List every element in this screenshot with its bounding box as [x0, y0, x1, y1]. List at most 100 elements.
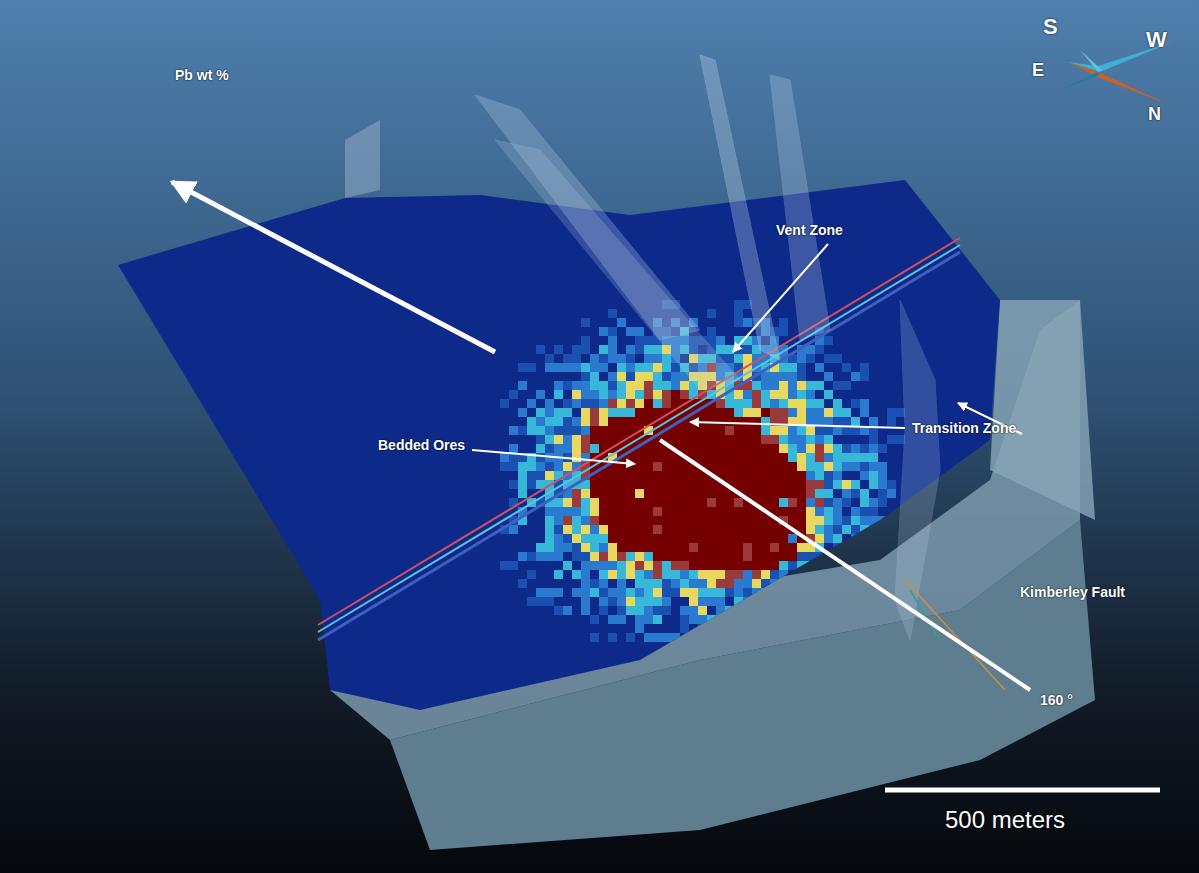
grade-cell [725, 516, 734, 525]
grade-cell [572, 543, 581, 552]
grade-cell [608, 417, 617, 426]
grade-cell [581, 381, 590, 390]
grade-cell [680, 444, 689, 453]
grade-cell [842, 606, 851, 615]
grade-cell [599, 426, 608, 435]
grade-cell [797, 489, 806, 498]
grade-cell [653, 345, 662, 354]
grade-cell [761, 453, 770, 462]
grade-cell [581, 489, 590, 498]
grade-cell [635, 399, 644, 408]
grade-cell [671, 390, 680, 399]
grade-cell [743, 480, 752, 489]
grade-cell [671, 561, 680, 570]
grade-cell [869, 453, 878, 462]
grade-cell [671, 462, 680, 471]
grade-cell [617, 408, 626, 417]
grade-cell [833, 408, 842, 417]
grade-cell [527, 363, 536, 372]
grade-cell [635, 453, 644, 462]
grade-cell [536, 417, 545, 426]
grade-cell [617, 426, 626, 435]
callout-label: 160 ° [1040, 692, 1073, 708]
grade-cell [653, 597, 662, 606]
grade-cell [581, 444, 590, 453]
grade-cell [860, 408, 869, 417]
grade-cell [833, 543, 842, 552]
grade-cell [770, 390, 779, 399]
grade-cell [734, 426, 743, 435]
grade-cell [635, 561, 644, 570]
grade-cell [851, 507, 860, 516]
grade-cell [806, 588, 815, 597]
grade-cell [734, 516, 743, 525]
grade-cell [734, 300, 743, 309]
grade-cell [608, 345, 617, 354]
grade-cell [563, 507, 572, 516]
grade-cell [869, 507, 878, 516]
grade-cell [797, 552, 806, 561]
grade-cell [545, 408, 554, 417]
grade-cell [527, 552, 536, 561]
grade-cell [527, 597, 536, 606]
grade-cell [545, 417, 554, 426]
grade-cell [779, 390, 788, 399]
grade-cell [545, 354, 554, 363]
grade-cell [770, 534, 779, 543]
grade-cell [689, 525, 698, 534]
grade-cell [626, 372, 635, 381]
grade-cell [608, 525, 617, 534]
grade-cell [779, 363, 788, 372]
grade-cell [761, 408, 770, 417]
grade-cell [554, 345, 563, 354]
grade-cell [536, 543, 545, 552]
grade-cell [779, 507, 788, 516]
grade-cell [626, 408, 635, 417]
grade-cell [743, 561, 752, 570]
grade-cell [671, 534, 680, 543]
grade-cell [815, 345, 824, 354]
grade-cell [707, 408, 716, 417]
grade-cell [590, 579, 599, 588]
grade-cell [716, 345, 725, 354]
grade-cell [734, 309, 743, 318]
grade-cell [716, 498, 725, 507]
grade-cell [644, 480, 653, 489]
grade-cell [581, 588, 590, 597]
grade-cell [815, 399, 824, 408]
grade-cell [743, 570, 752, 579]
grade-cell [698, 444, 707, 453]
grade-cell [599, 399, 608, 408]
grade-cell [599, 345, 608, 354]
grade-cell [653, 579, 662, 588]
scale-bar [885, 788, 1160, 793]
grade-cell [590, 525, 599, 534]
grade-cell [617, 579, 626, 588]
grade-cell [653, 498, 662, 507]
grade-cell [680, 579, 689, 588]
grade-cell [698, 426, 707, 435]
grade-cell [662, 552, 671, 561]
grade-cell [608, 372, 617, 381]
grade-cell [707, 507, 716, 516]
grade-cell [563, 417, 572, 426]
grade-cell [734, 615, 743, 624]
grade-cell [599, 507, 608, 516]
grade-cell [824, 354, 833, 363]
grade-cell [644, 390, 653, 399]
grade-cell [788, 471, 797, 480]
grade-cell [590, 480, 599, 489]
grade-cell [635, 327, 644, 336]
grade-cell [851, 588, 860, 597]
grade-cell [572, 453, 581, 462]
grade-cell [878, 480, 887, 489]
grade-cell [536, 390, 545, 399]
grade-cell [833, 525, 842, 534]
grade-cell [608, 552, 617, 561]
grade-cell [815, 489, 824, 498]
grade-cell [752, 570, 761, 579]
grade-cell [743, 516, 752, 525]
grade-cell [788, 516, 797, 525]
grade-cell [824, 498, 833, 507]
grade-cell [698, 534, 707, 543]
